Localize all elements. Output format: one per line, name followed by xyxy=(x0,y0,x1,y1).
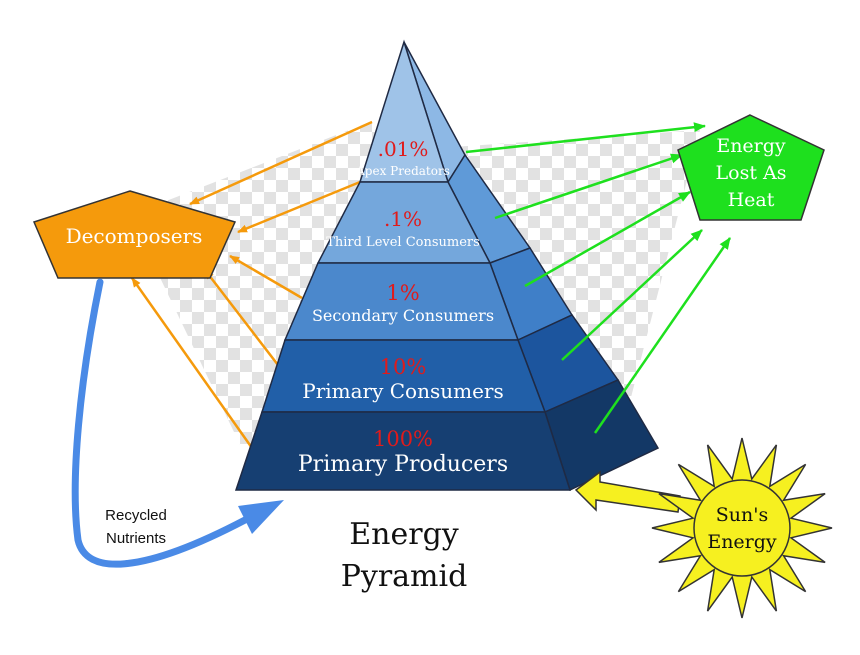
tier-4-label: Primary Consumers xyxy=(302,379,504,403)
heat-label-line3: Heat xyxy=(728,189,775,211)
title-line2: Pyramid xyxy=(341,559,468,594)
sun-label-line1: Sun's xyxy=(716,504,768,526)
tier-2-label: Third Level Consumers xyxy=(326,235,480,250)
heat-arrows xyxy=(465,122,732,434)
recycled-nutrients-arrowhead xyxy=(238,500,284,534)
pyramid-side-faces xyxy=(403,41,660,492)
tier-3-label: Secondary Consumers xyxy=(312,306,494,325)
tier-5-label: Primary Producers xyxy=(298,452,508,477)
recycled-label-line1: Recycled xyxy=(105,507,167,524)
sun-energy-arrow xyxy=(574,470,681,513)
tier-1-percent: .01% xyxy=(378,137,429,161)
decomposers-node xyxy=(32,190,237,279)
tier-2-percent: .1% xyxy=(384,207,422,231)
tier-3-percent: 1% xyxy=(386,281,419,305)
sun-body xyxy=(693,479,791,577)
heat-label-line1: Energy xyxy=(716,135,786,157)
decomposers-label: Decomposers xyxy=(66,224,203,248)
title-line1: Energy xyxy=(349,517,459,552)
sun-label-line2: Energy xyxy=(707,531,777,553)
heat-label-line2: Lost As xyxy=(716,162,787,184)
tier-primary-producers xyxy=(234,411,572,491)
decomposer-arrows xyxy=(130,120,373,449)
heat-node xyxy=(677,114,825,221)
pyramid-front-tiers xyxy=(234,39,572,491)
recycled-nutrients-arrow xyxy=(71,278,249,568)
tier-1-label: Apex Predators xyxy=(355,164,450,178)
tier-5-percent: 100% xyxy=(373,427,433,451)
tier-4-percent: 10% xyxy=(380,355,427,379)
recycled-label-line2: Nutrients xyxy=(106,530,166,547)
